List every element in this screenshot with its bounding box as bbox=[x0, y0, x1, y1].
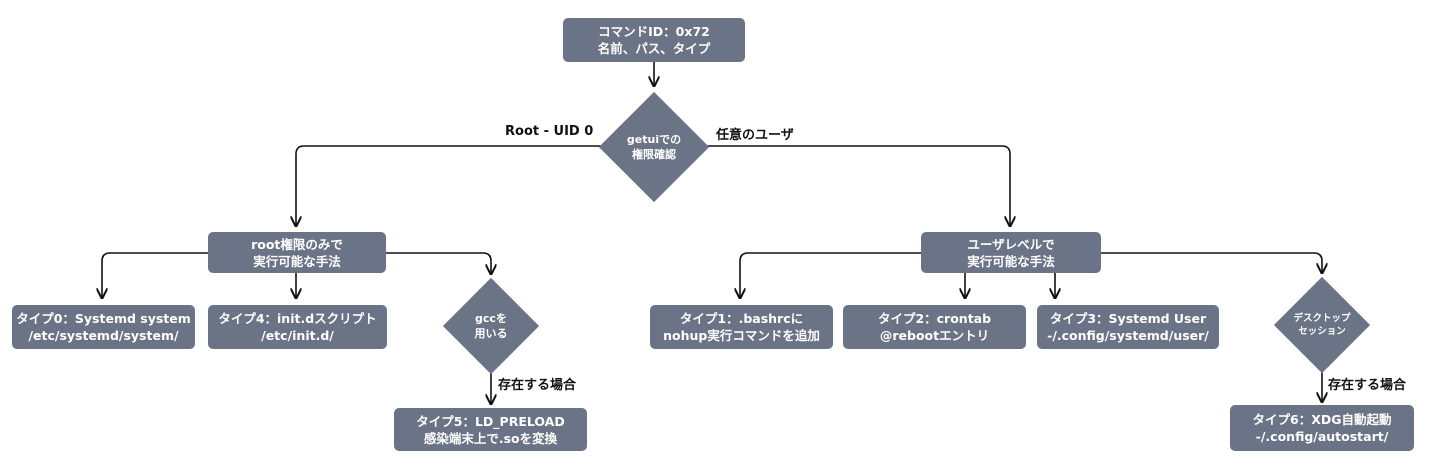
edge-user-type1 bbox=[740, 252, 922, 298]
decision-gcc-line1: gccを bbox=[475, 312, 507, 325]
label-any-user: 任意のユーザ bbox=[716, 128, 794, 143]
node-root-only-methods: root権限のみで 実行可能な手法 bbox=[208, 232, 386, 273]
label-exists-desktop: 存在する場合 bbox=[1328, 378, 1407, 393]
node-type2-line2: @rebootエントリ bbox=[879, 328, 990, 343]
node-command-id-line1: コマンドID：0x72 bbox=[598, 24, 710, 39]
edge-user-desktop bbox=[1100, 252, 1322, 273]
label-exists-gcc: 存在する場合 bbox=[498, 378, 577, 393]
decision-desktop-line1: デスクトップ bbox=[1293, 313, 1351, 324]
decision-privilege-check-line2: 権限確認 bbox=[631, 148, 676, 161]
node-type4-line1: タイプ4：init.dスクリプト bbox=[218, 311, 377, 326]
label-root-uid0: Root - UID 0 bbox=[505, 124, 594, 139]
decision-privilege-check-line1: getuiでの bbox=[626, 133, 682, 146]
node-type3-line1: タイプ3：Systemd User bbox=[1049, 311, 1207, 326]
decision-privilege-check: getuiでの 権限確認 bbox=[598, 91, 710, 203]
decision-gcc: gccを 用いる bbox=[441, 277, 541, 375]
edge-check-user bbox=[707, 145, 1010, 226]
edge-root-gcc bbox=[386, 252, 491, 274]
node-root-only-line2: 実行可能な手法 bbox=[253, 253, 341, 269]
node-type6-line2: -/.config/autostart/ bbox=[1255, 429, 1389, 444]
node-command-id-line2: 名前、パス、タイプ bbox=[597, 41, 711, 56]
node-user-level-methods: ユーザレベルで 実行可能な手法 bbox=[921, 232, 1101, 273]
node-type4: タイプ4：init.dスクリプト /etc/init.d/ bbox=[208, 305, 387, 349]
node-type4-line2: /etc/init.d/ bbox=[261, 328, 334, 343]
node-type0-line1: タイプ0：Systemd system bbox=[16, 311, 191, 326]
node-type5-line2: 感染端末上で.soを変換 bbox=[423, 430, 558, 446]
node-type5-line1: タイプ5：LD_PRELOAD bbox=[416, 413, 565, 429]
node-root-only-line1: root権限のみで bbox=[251, 236, 343, 252]
decision-desktop-session: デスクトップ セッション bbox=[1270, 276, 1374, 374]
decision-desktop-line2: セッション bbox=[1298, 326, 1346, 337]
node-type0: タイプ0：Systemd system /etc/systemd/system/ bbox=[12, 305, 195, 349]
node-type6: タイプ6：XDG自動起動 -/.config/autostart/ bbox=[1230, 405, 1414, 451]
node-type1-line1: タイプ1：.bashrcに bbox=[679, 311, 804, 326]
node-type1-line2: nohup実行コマンドを追加 bbox=[663, 328, 820, 343]
edge-root-type0 bbox=[102, 252, 208, 298]
node-user-level-line2: 実行可能な手法 bbox=[967, 253, 1055, 269]
edge-check-root bbox=[296, 145, 601, 226]
node-user-level-line1: ユーザレベルで bbox=[967, 236, 1055, 252]
node-type3: タイプ3：Systemd User -/.config/systemd/user… bbox=[1037, 305, 1219, 349]
node-type2-line1: タイプ2：crontab bbox=[877, 311, 992, 326]
decision-gcc-line2: 用いる bbox=[474, 327, 508, 340]
node-type6-line1: タイプ6：XDG自動起動 bbox=[1252, 412, 1392, 427]
node-command-id: コマンドID：0x72 名前、パス、タイプ bbox=[563, 18, 745, 62]
node-type3-line2: -/.config/systemd/user/ bbox=[1047, 328, 1209, 343]
node-type1: タイプ1：.bashrcに nohup実行コマンドを追加 bbox=[650, 305, 833, 349]
node-type2: タイプ2：crontab @rebootエントリ bbox=[843, 305, 1026, 349]
node-type0-line2: /etc/systemd/system/ bbox=[28, 328, 179, 343]
node-type5: タイプ5：LD_PRELOAD 感染端末上で.soを変換 bbox=[394, 408, 587, 451]
